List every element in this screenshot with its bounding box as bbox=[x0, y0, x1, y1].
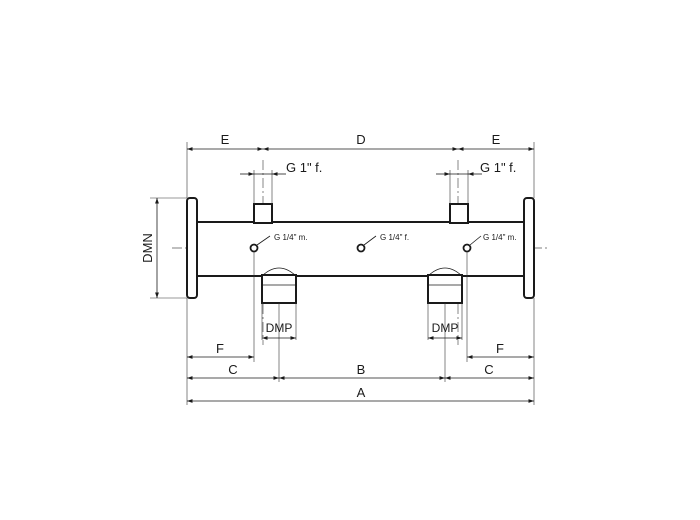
port-middle-marker bbox=[356, 243, 366, 253]
conn-label-top-left: G 1" f. bbox=[286, 160, 322, 175]
left-flange bbox=[186, 197, 198, 299]
dim-label-dmn: DMN bbox=[140, 233, 155, 263]
dim-label-f-left: F bbox=[216, 341, 224, 356]
dim-label-d: D bbox=[356, 132, 365, 147]
port-label-left: G 1/4" m. bbox=[274, 233, 308, 242]
dim-label-c-right: C bbox=[484, 362, 493, 377]
top-right-stub bbox=[449, 203, 469, 224]
dim-label-e-left: E bbox=[221, 132, 230, 147]
port-left-marker bbox=[249, 243, 259, 253]
dim-label-a: A bbox=[357, 385, 366, 400]
port-label-middle: G 1/4" f. bbox=[380, 233, 409, 242]
port-label-right: G 1/4" m. bbox=[483, 233, 517, 242]
conn-label-top-right: G 1" f. bbox=[480, 160, 516, 175]
dim-label-b: B bbox=[357, 362, 366, 377]
port-middle-leader bbox=[363, 235, 377, 246]
top-left-stub bbox=[253, 203, 273, 224]
right-flange bbox=[523, 197, 535, 299]
dim-label-f-right: F bbox=[496, 341, 504, 356]
dim-label-e-right: E bbox=[492, 132, 501, 147]
port-left-leader bbox=[256, 235, 271, 246]
port-right-marker bbox=[462, 243, 472, 253]
conn-label-bottom-left: DMP bbox=[266, 321, 293, 335]
dim-label-c-left: C bbox=[228, 362, 237, 377]
conn-label-bottom-right: DMP bbox=[432, 321, 459, 335]
port-right-leader bbox=[469, 235, 482, 246]
